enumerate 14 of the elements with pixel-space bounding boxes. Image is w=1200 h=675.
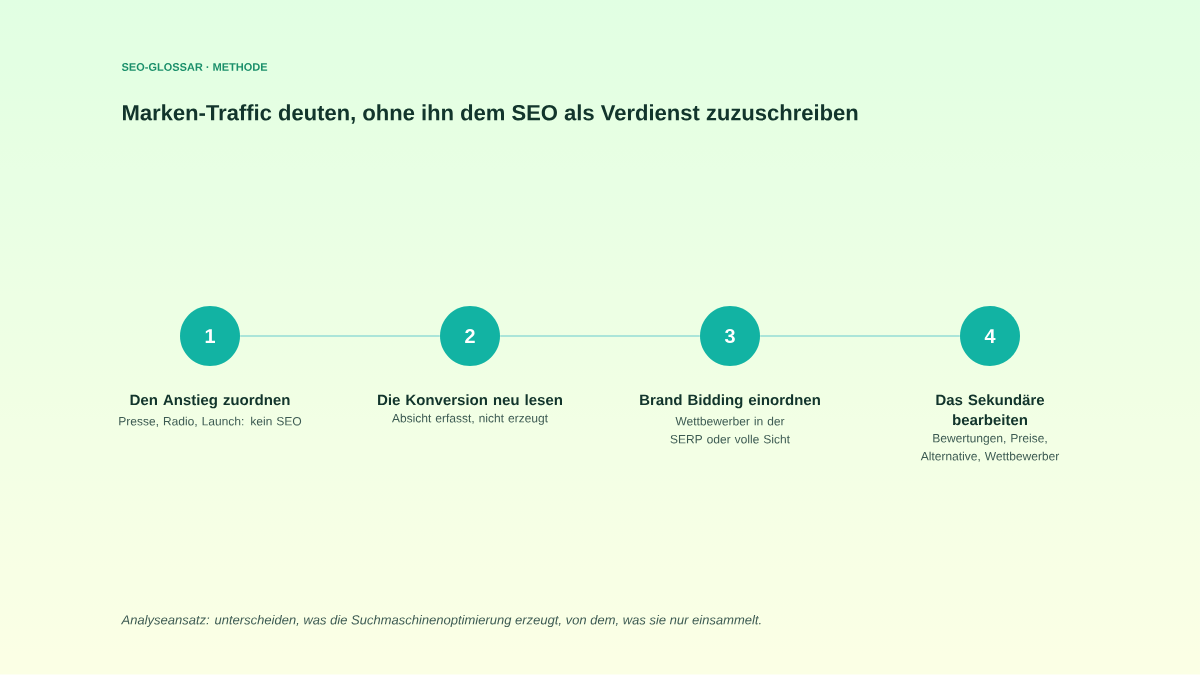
title: Marken-Traffic deuten, ohne ihn dem SEO als Verdienst zuzuschreiben xyxy=(123,104,858,124)
connector-line xyxy=(499,335,701,337)
step-heading: Die Konversion neu lesen xyxy=(378,394,562,406)
step-description: Absicht erfasst, nicht erzeugt xyxy=(392,413,548,425)
step-description: Presse, Radio, Launch: kein SEO xyxy=(119,416,302,427)
step-heading: Brand Bidding einordnen xyxy=(640,394,820,409)
step-heading: Den Anstieg zuordnen xyxy=(130,394,290,409)
step-description: Wettbewerber in der SERP oder volle Sicht xyxy=(670,416,790,444)
step-heading: Das Sekundäre bearbeiten xyxy=(936,394,1045,426)
caption: Analyseansatz: unterscheiden, was die Suchmaschinenoptimierung erzeugt, von dem, was sie nur einsammelt. xyxy=(120,614,761,628)
step-description: Bewertungen, Preise, Alternative, Wettbewerber xyxy=(920,433,1060,462)
connector-line xyxy=(759,335,961,337)
connector-line xyxy=(239,335,441,337)
kicker-label: SEO-GLOSSAR · METHODE xyxy=(121,63,268,71)
